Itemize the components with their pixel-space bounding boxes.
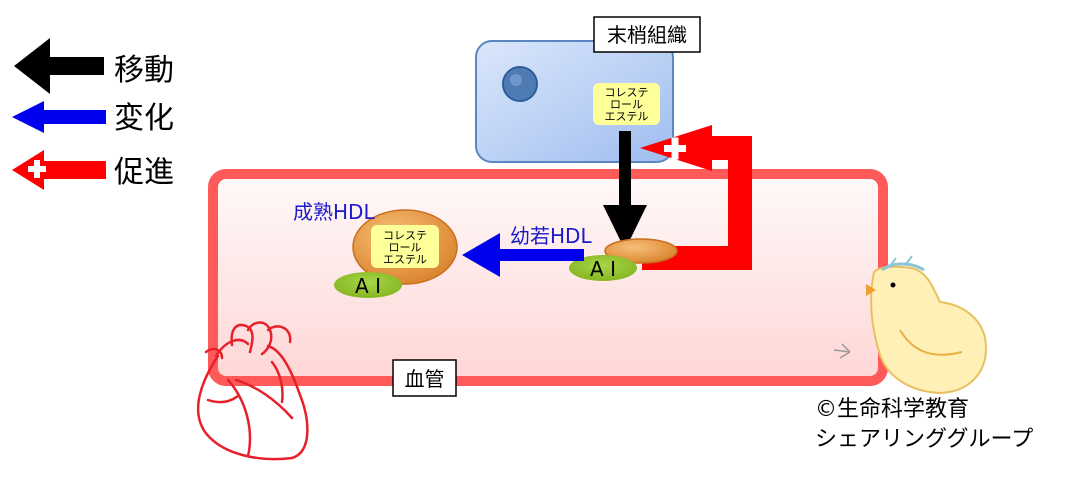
legend-change-label: 変化 [114,101,174,136]
blood-vessel-label: 血管 [405,367,445,391]
copyright-line-2: シェアリンググループ [815,427,1033,452]
mature-ester-line-3: エステル [383,253,427,266]
cell-nucleus-icon [502,66,538,102]
mature-cholesterol-ester-box: コレステ ロール エステル [371,225,439,268]
mature-ester-line-2: ロール [389,241,422,254]
chick-mascot-icon [833,255,988,395]
move-down-arrow [603,131,647,250]
mature-hdl: コレステ ロール エステル A I [334,209,458,298]
mature-apo-ai [334,272,402,298]
cell-ester-line-3: エステル [605,110,649,123]
blood-vessel-label-box: 血管 [392,359,457,397]
legend: 移動 変化 促進 [12,38,174,190]
cell-ester-line-1: コレステ [605,86,649,99]
cell-ester-line-2: ロール [610,98,643,111]
cell-cholesterol-ester-box: コレステ ロール エステル [593,83,660,125]
legend-promote-arrow-icon [12,150,106,190]
legend-promote-label: 促進 [114,155,174,190]
legend-change-arrow-icon [12,101,106,133]
peripheral-cell: コレステ ロール エステル [475,40,674,163]
immature-hdl: A I [569,238,678,281]
immature-apo-ai-label: A I [590,257,616,281]
mature-hdl-label: 成熟HDL [293,200,375,224]
legend-move-label: 移動 [114,53,174,88]
promote-loop-arrow [640,125,752,270]
legend-move-arrow-icon [14,38,104,94]
immature-apo-ai [569,255,637,281]
copyright-line-1: ©生命科学教育 [815,397,969,422]
peripheral-tissue-label-box: 末梢組織 [593,16,701,53]
mature-ester-line-1: コレステ [383,229,427,242]
promote-plus-icon [664,137,686,160]
peripheral-tissue-label: 末梢組織 [607,23,687,47]
change-arrow [462,233,584,277]
mature-apo-ai-label: A I [355,274,381,298]
immature-hdl-label: 幼若HDL [510,224,592,248]
heart-icon [196,321,309,461]
